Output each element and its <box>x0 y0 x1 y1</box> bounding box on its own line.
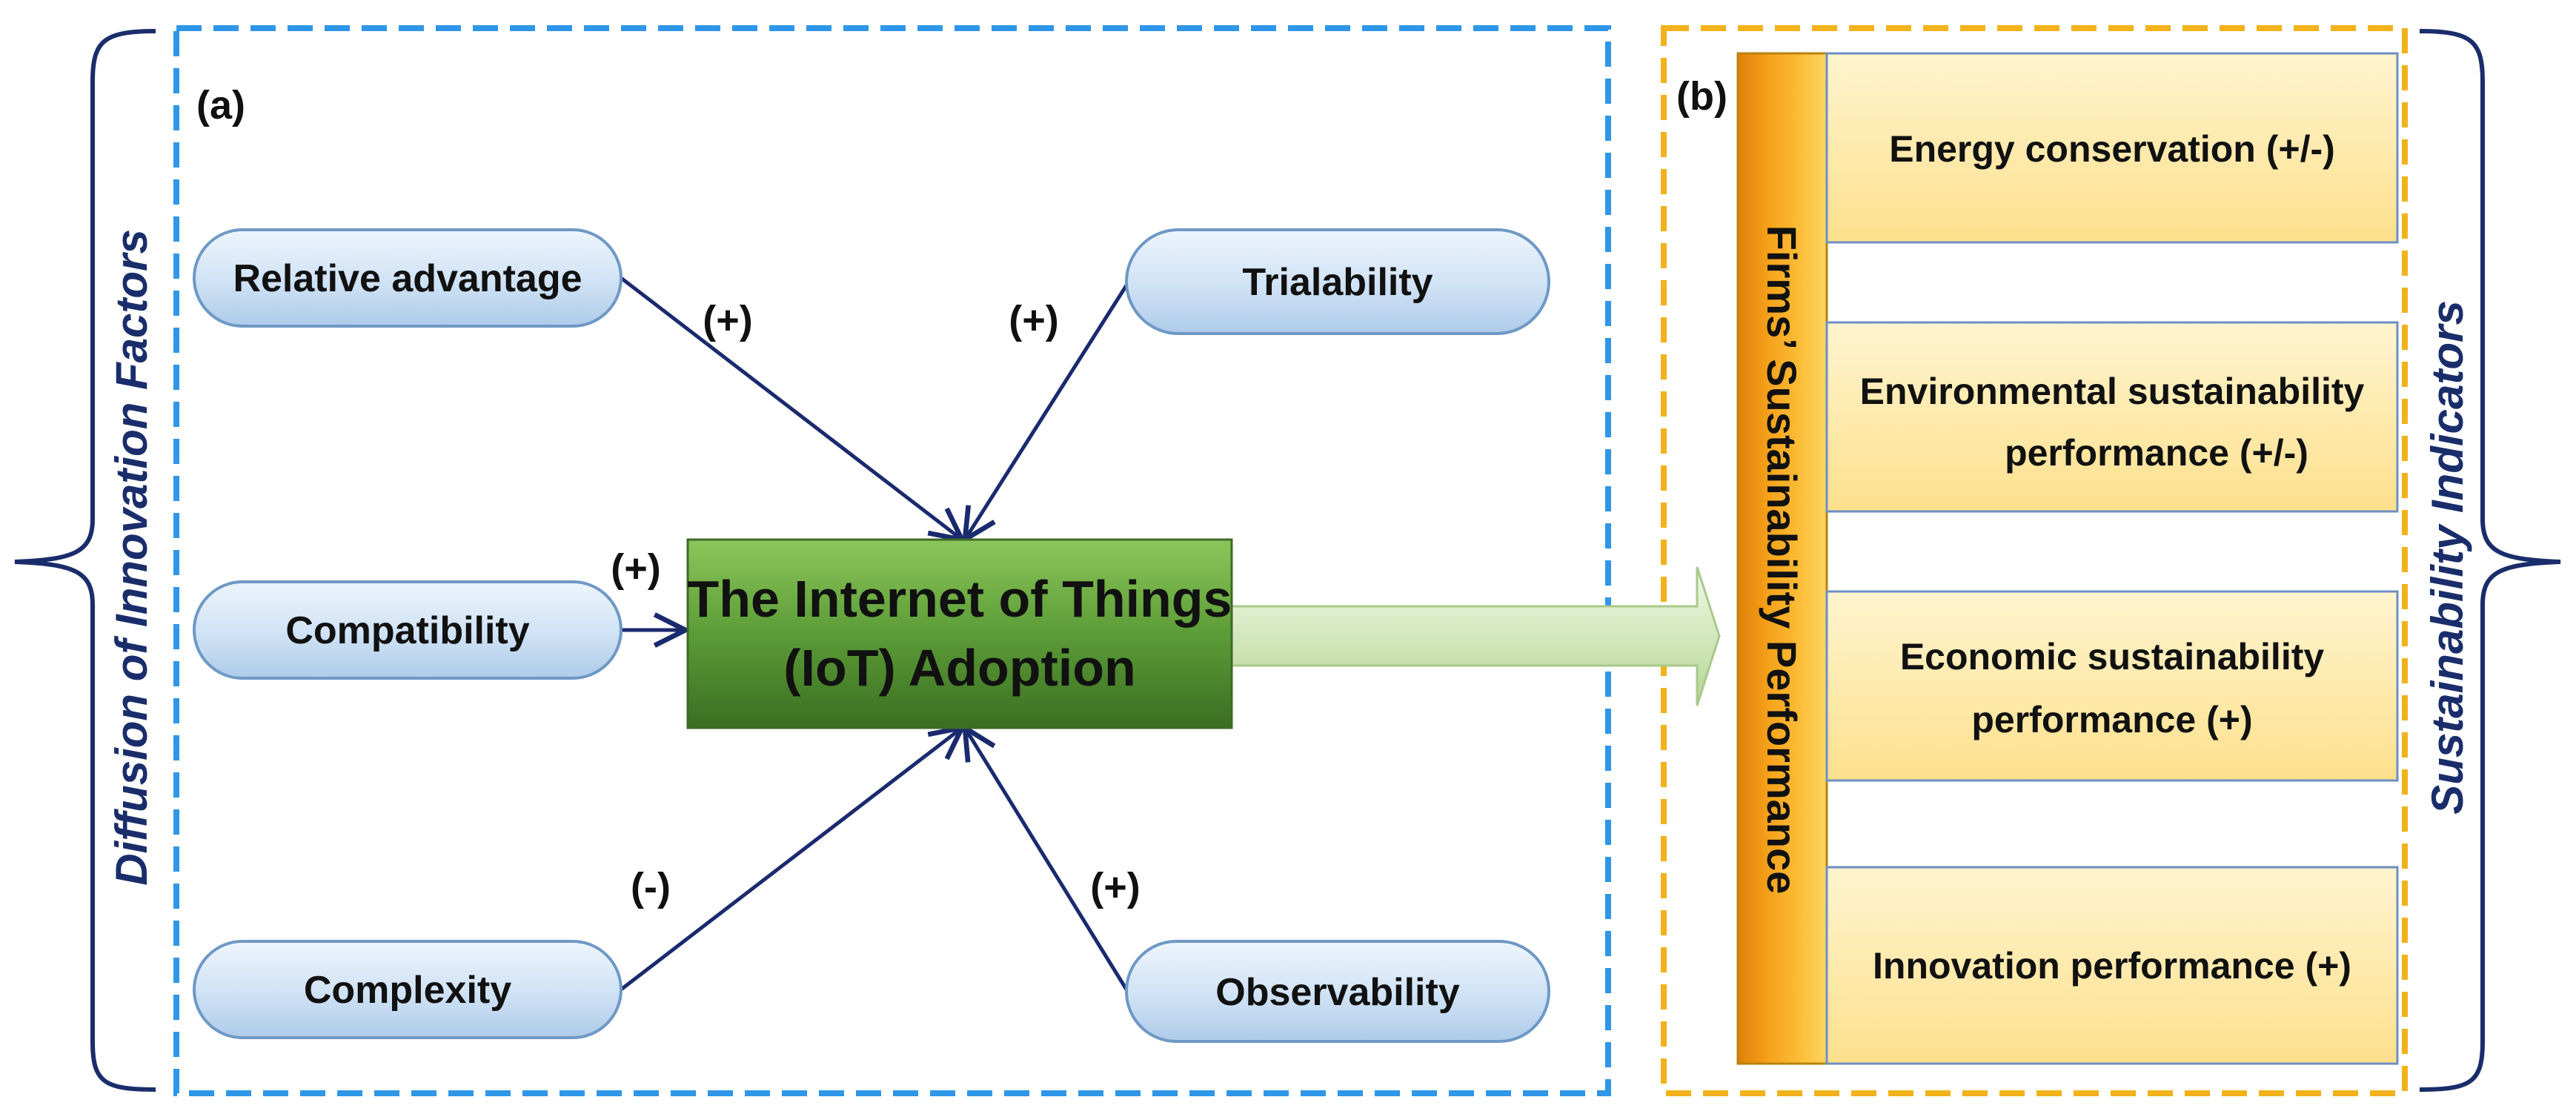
arrow-observability <box>965 728 1129 991</box>
factor-complexity-label: Complexity <box>304 969 511 1012</box>
sign-observability: (+) <box>1090 865 1141 909</box>
right-side-title: Sustainability Indicators <box>2423 300 2472 815</box>
indicator-3-line1: Economic sustainability <box>1900 636 2325 677</box>
iot-adoption-title-line2: (IoT) Adoption <box>783 639 1136 697</box>
indicator-innovation-performance: Innovation performance (+) <box>1825 866 2399 1065</box>
indicator-3-line2: performance (+) <box>1971 699 2252 740</box>
panel-b-label: (b) <box>1676 74 1727 119</box>
sign-relative-advantage: (+) <box>703 298 753 342</box>
left-brace <box>14 29 156 1092</box>
vertical-bar-title: Firms’ Sustainability Performance <box>1759 225 1805 895</box>
indicator-1-line1: Energy conservation (+/-) <box>1889 128 2335 170</box>
sign-complexity: (-) <box>631 865 671 909</box>
factor-compatibility-label: Compatibility <box>285 609 529 652</box>
factor-observability: Observability <box>1125 940 1550 1043</box>
panel-b-border <box>1661 25 2408 1096</box>
arrow-relative-advantage <box>620 276 962 540</box>
panel-a-label: (a) <box>196 83 245 127</box>
indicator-economic-sustainability: Economic sustainability performance (+) <box>1825 590 2399 782</box>
factor-compatibility: Compatibility <box>193 580 623 680</box>
indicator-energy-conservation: Energy conservation (+/-) <box>1825 52 2399 244</box>
sign-trialability: (+) <box>1009 298 1059 342</box>
iot-adoption-box: The Internet of Things (IoT) Adoption <box>686 538 1233 729</box>
indicator-4-line1: Innovation performance (+) <box>1873 945 2351 987</box>
factor-relative-advantage-label: Relative advantage <box>233 257 582 300</box>
sign-compatibility: (+) <box>611 546 661 591</box>
factor-trialability: Trialability <box>1125 228 1550 335</box>
indicator-2-line1: Environmental sustainability <box>1860 371 2365 412</box>
iot-adoption-title-line1: The Internet of Things <box>688 570 1232 628</box>
indicator-2-line2: performance (+/-) <box>2005 432 2308 474</box>
right-brace <box>2419 29 2561 1092</box>
factor-trialability-label: Trialability <box>1242 261 1433 304</box>
left-side-title: Diffusion of Innovation Factors <box>107 229 156 886</box>
indicator-environmental-sustainability: Environmental sustainability performance… <box>1825 321 2399 513</box>
arrow-trialability <box>965 284 1129 540</box>
arrow-complexity <box>620 728 962 991</box>
factor-complexity: Complexity <box>193 940 623 1039</box>
factor-relative-advantage: Relative advantage <box>193 228 623 328</box>
factor-observability-label: Observability <box>1215 971 1460 1014</box>
iot-to-performance-arrow <box>1230 566 1721 706</box>
firms-sustainability-performance-bar: Firms’ Sustainability Performance <box>1736 52 1828 1065</box>
panel-a-border <box>173 25 1611 1096</box>
